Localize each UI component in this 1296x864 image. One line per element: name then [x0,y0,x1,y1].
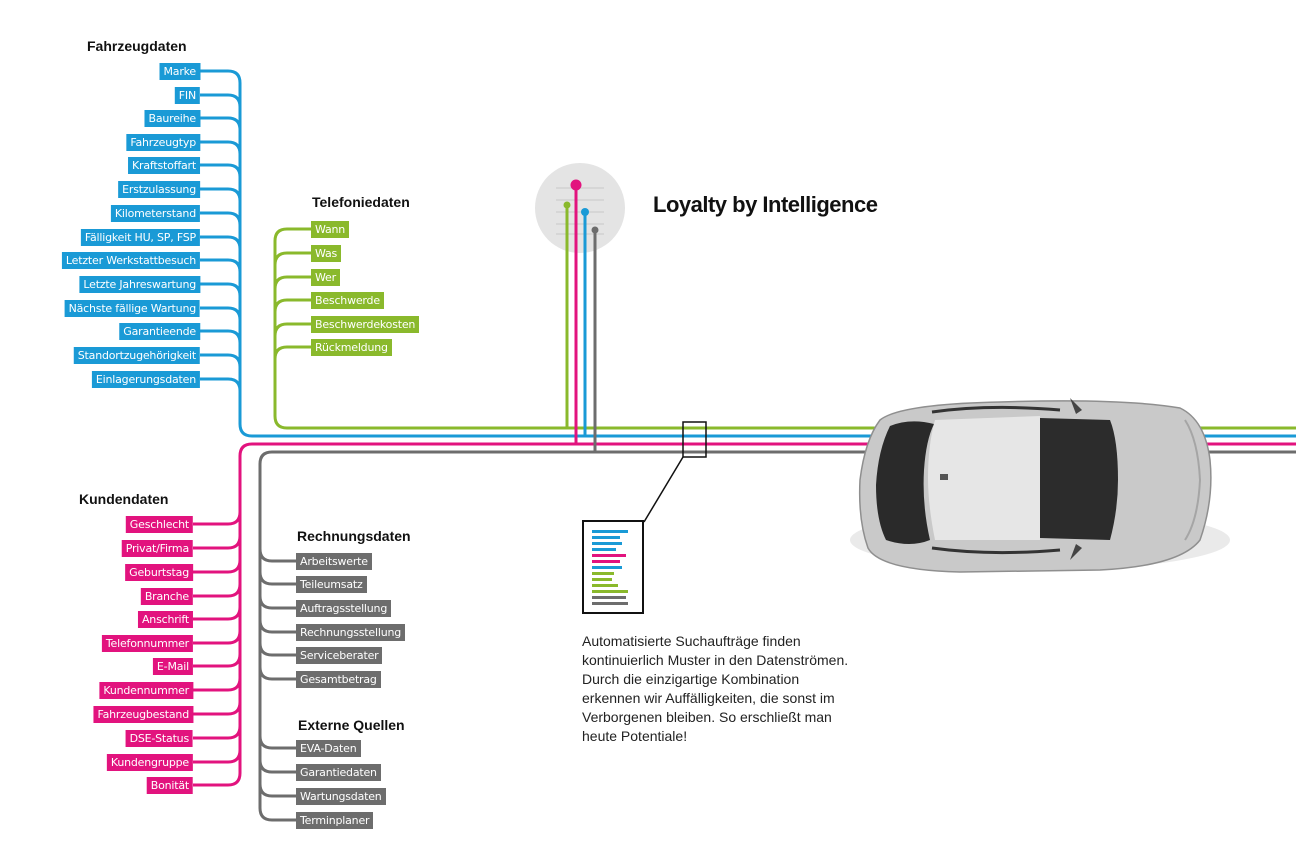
zoom-box [682,421,707,458]
fahrzeugdaten-item: Baureihe [144,110,200,127]
rechnungsdaten-item: Gesamtbetrag [296,671,381,688]
kundendaten-item: Fahrzeugbestand [93,706,193,723]
kundendaten-item: Branche [140,588,193,605]
description-line: Automatisierte Suchaufträge finden [582,633,801,649]
kundendaten-item: Geschlecht [125,516,193,533]
telefoniedaten-item: Wer [311,269,340,286]
rechnungsdaten-heading: Rechnungsdaten [297,528,411,544]
kundendaten-item: E-Mail [152,658,193,675]
fahrzeugdaten-item: Erstzulassung [118,181,200,198]
kundendaten-bracket [193,442,1296,787]
telefoniedaten-heading: Telefoniedaten [312,194,410,210]
description-text: Automatisierte Suchaufträge finden konti… [582,632,912,746]
kundendaten-item: Kundennummer [99,682,193,699]
fahrzeugdaten-bracket [200,69,1296,438]
telefoniedaten-item: Rückmeldung [311,339,392,356]
description-line: Durch die einzigartige Kombination [582,671,800,687]
fahrzeugdaten-heading: Fahrzeugdaten [87,38,187,54]
externe-quellen-heading: Externe Quellen [298,717,405,733]
externe-quellen-item: EVA-Daten [296,740,361,757]
fahrzeugdaten-item: Letzte Jahreswartung [79,276,200,293]
kundendaten-heading: Kundendaten [79,491,169,507]
fahrzeugdaten-item: Garantieende [119,323,200,340]
fahrzeugdaten-item: Letzter Werkstattbesuch [61,252,200,269]
page-title: Loyalty by Intelligence [653,192,878,217]
fahrzeugdaten-item: Einlagerungsdaten [91,371,200,388]
description-line: kontinuierlich Muster in den Datenströme… [582,652,849,668]
rechnungsdaten-item: Arbeitswerte [296,553,372,570]
telefoniedaten-item: Wann [311,221,350,238]
kundendaten-item: Anschrift [137,611,193,628]
description-line: erkennen wir Auffälligkeiten, die sonst … [582,690,835,706]
kundendaten-item: Bonität [146,777,193,794]
externe-quellen-item: Garantiedaten [296,764,381,781]
fahrzeugdaten-item: Fahrzeugtyp [126,134,200,151]
rechnungsdaten-item: Rechnungsstellung [296,624,406,641]
kundendaten-item: DSE-Status [125,730,193,747]
kundendaten-item: Privat/Firma [121,540,193,557]
logo-circle-icon [535,163,625,253]
description-line: Verborgenen bleiben. So erschließt man [582,709,832,725]
fahrzeugdaten-item: Kraftstoffart [128,157,200,174]
car-icon [850,398,1230,573]
fahrzeugdaten-item: FIN [174,87,200,104]
externe-quellen-item: Terminplaner [296,812,374,829]
rechnungsdaten-item: Serviceberater [296,647,383,664]
telefoniedaten-item: Beschwerde [311,292,384,309]
rechnungsdaten-item: Teileumsatz [296,576,367,593]
telefoniedaten-bracket [273,227,1296,430]
fahrzeugdaten-item: Fälligkeit HU, SP, FSP [80,229,200,246]
kundendaten-item: Telefonnummer [101,635,193,652]
kundendaten-item: Geburtstag [125,564,193,581]
telefoniedaten-item: Beschwerdekosten [311,316,420,333]
kundendaten-item: Kundengruppe [106,754,193,771]
fahrzeugdaten-item: Marke [159,63,200,80]
document-icon [582,520,644,614]
telefoniedaten-item: Was [311,245,342,262]
externe-quellen-item: Wartungsdaten [296,788,386,805]
fahrzeugdaten-item: Standortzugehörigkeit [73,347,200,364]
rechnungsdaten-item: Auftragsstellung [296,600,392,617]
fahrzeugdaten-item: Kilometerstand [110,205,200,222]
zoom-connector [643,456,684,523]
description-line: heute Potentiale! [582,728,688,744]
fahrzeugdaten-item: Nächste fällige Wartung [64,300,200,317]
logo-stream-lines [565,185,597,452]
rechnungsdaten-bracket [258,450,1296,822]
